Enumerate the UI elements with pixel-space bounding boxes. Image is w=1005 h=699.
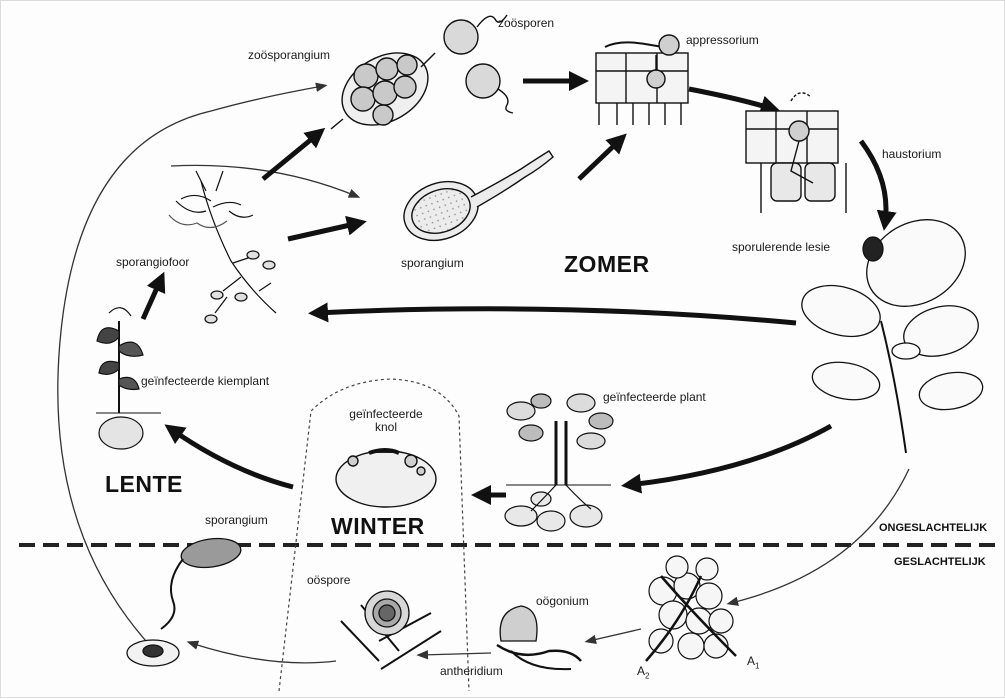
label-geinfecteerde-plant: geïnfecteerde plant xyxy=(603,391,706,404)
label-ongeslachtelijk: ONGESLACHTELIJK xyxy=(879,522,987,534)
a1-a2-hyphae-drawing xyxy=(646,556,736,661)
label-sporulerende-lesie: sporulerende lesie xyxy=(732,241,830,254)
arrow-sporangiofoor-to-sporangium xyxy=(288,223,359,239)
arrow-oogonium-to-oospore xyxy=(421,653,491,655)
geinfecteerde-plant-drawing xyxy=(505,394,613,531)
label-sporangiofoor: sporangiofoor xyxy=(116,256,189,269)
label-zoosporen: zoösporen xyxy=(498,17,554,30)
arrow-sporangium-to-appressorium xyxy=(579,139,621,179)
arrow-oospore-to-sporangium xyxy=(191,643,336,663)
sporangium-top-drawing xyxy=(396,151,553,250)
haustorium-drawing xyxy=(746,93,846,213)
label-antheridium: antheridium xyxy=(440,665,503,678)
arrow-plant-to-a1a2 xyxy=(731,469,909,603)
label-a2: A2 xyxy=(637,665,649,681)
arrow-appressorium-to-haustorium xyxy=(689,89,773,109)
oospore-drawing xyxy=(341,591,441,669)
label-sporangium-top: sporangium xyxy=(401,257,464,270)
label-geslachtelijk: GESLACHTELIJK xyxy=(894,556,986,568)
label-geinfecteerde-kiemplant: geïnfecteerde kiemplant xyxy=(141,375,269,388)
zoosporangium-drawing xyxy=(329,38,441,139)
sporangiofoor-drawing xyxy=(169,171,276,323)
label-haustorium: haustorium xyxy=(882,148,941,161)
arrow-knol-to-kiemplant xyxy=(171,429,293,487)
arrow-kiemplant-to-sporangiofoor xyxy=(143,279,161,319)
arrow-leaf-to-plant xyxy=(629,426,831,485)
oogonium-drawing xyxy=(497,606,581,669)
label-oogonium: oögonium xyxy=(536,595,589,608)
season-zomer: ZOMER xyxy=(564,251,650,278)
label-oospore: oöspore xyxy=(307,574,350,587)
season-winter: WINTER xyxy=(331,513,425,540)
arrow-leaf-to-sporangiofoor xyxy=(316,309,796,323)
label-geinfecteerde-knol: geïnfecteerde knol xyxy=(338,408,434,434)
appressorium-drawing xyxy=(596,35,688,125)
label-zoosporangium: zoösporangium xyxy=(248,49,330,62)
thin-arrow-to-sporangium xyxy=(171,165,356,196)
label-appressorium: appressorium xyxy=(686,34,759,47)
season-lente: LENTE xyxy=(105,471,183,498)
sporangium-bottom-drawing xyxy=(127,535,243,666)
arrow-a1a2-to-oogonium xyxy=(589,629,641,641)
label-a1: A1 xyxy=(747,655,759,671)
arrow-sporangiofoor-to-zoosporangium xyxy=(263,133,319,179)
knol-drawing xyxy=(336,450,436,507)
label-sporangium-bottom: sporangium xyxy=(205,514,268,527)
